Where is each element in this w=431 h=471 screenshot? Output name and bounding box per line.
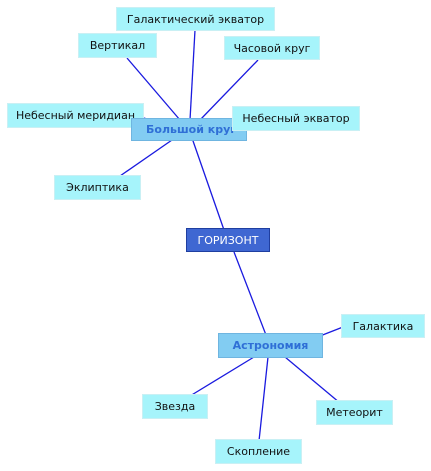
node-meteorite[interactable]: Метеорит xyxy=(316,400,393,425)
node-label: Вертикал xyxy=(89,39,146,52)
node-cluster[interactable]: Скопление xyxy=(215,439,302,464)
node-label: Часовой круг xyxy=(233,41,311,55)
node-galaxy[interactable]: Галактика xyxy=(341,314,425,338)
edge-astronomy-galaxy xyxy=(319,326,344,337)
node-label: ГОРИЗОНТ xyxy=(197,233,259,247)
node-hour-circle[interactable]: Часовой круг xyxy=(224,36,320,60)
node-label: Большой круг xyxy=(146,123,236,136)
edge-astronomy-cluster xyxy=(258,356,269,442)
edge-bigcircle-hour-circle xyxy=(199,59,259,121)
node-label: Скопление xyxy=(226,445,291,458)
node-galactic-equator[interactable]: Галактический экватор xyxy=(116,7,275,31)
edge-bigcircle-galactic-equator xyxy=(189,29,196,121)
node-vertical[interactable]: Вертикал xyxy=(78,33,157,58)
node-label: Галактический экватор xyxy=(126,12,265,26)
edge-root-astronomy xyxy=(233,251,267,336)
edge-bigcircle-vertical xyxy=(126,57,181,121)
edge-astronomy-meteorite xyxy=(284,356,341,404)
node-label: Небесный экватор xyxy=(242,112,350,125)
node-astronomy[interactable]: Астрономия xyxy=(218,333,323,358)
node-label: Звезда xyxy=(154,400,196,413)
edge-astronomy-star xyxy=(189,356,255,397)
node-label: Астрономия xyxy=(232,339,309,352)
node-ecliptic[interactable]: Эклиптика xyxy=(54,175,141,200)
node-big-circle[interactable]: Большой круг xyxy=(131,118,247,141)
node-label: Метеорит xyxy=(326,406,383,419)
node-celestial-meridian[interactable]: Небесный меридиан xyxy=(7,103,144,128)
node-label: Галактика xyxy=(352,319,414,333)
edge-root-bigcircle xyxy=(191,137,225,231)
edge-bigcircle-ecliptic xyxy=(119,139,173,177)
node-label: Эклиптика xyxy=(66,181,129,194)
node-horizon-root[interactable]: ГОРИЗОНТ xyxy=(186,228,270,252)
node-celestial-equator[interactable]: Небесный экватор xyxy=(232,106,360,131)
node-star[interactable]: Звезда xyxy=(142,394,208,419)
node-label: Небесный меридиан xyxy=(15,109,136,122)
